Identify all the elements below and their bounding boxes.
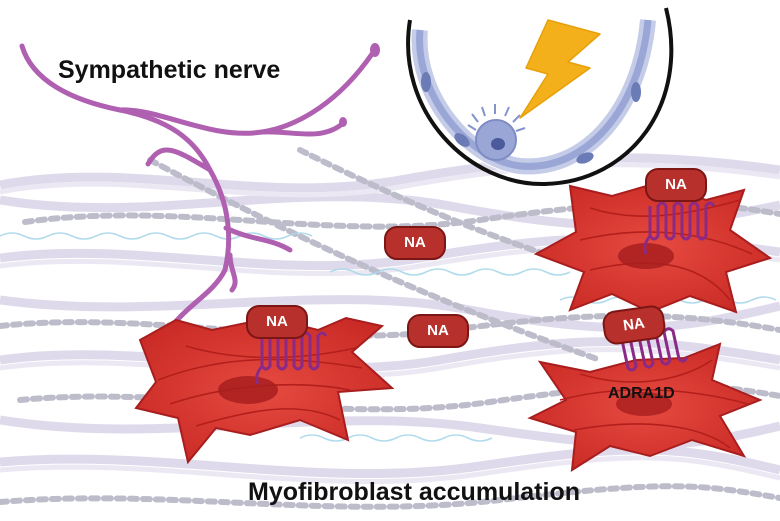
noradrenaline-molecule: NA — [246, 305, 308, 339]
lightning-bolt-icon — [519, 19, 601, 119]
sympathetic-nerve-icon — [19, 43, 375, 353]
adra1d-receptor-label: ADRA1D — [608, 385, 675, 402]
myofibroblast-cell-icon — [527, 342, 763, 472]
noradrenaline-molecule: NA — [384, 226, 446, 260]
immune-cell-icon — [467, 104, 526, 161]
myofibroblast-accumulation-label: Myofibroblast accumulation — [248, 478, 580, 506]
myofibroblast-cells — [134, 180, 773, 472]
sympathetic-nerve-label: Sympathetic nerve — [58, 56, 281, 84]
myofibroblast-cell-icon — [134, 316, 395, 465]
noradrenaline-molecule: NA — [407, 314, 469, 348]
adra1d-receptor-icon — [643, 201, 716, 255]
noradrenaline-molecule: NA — [645, 168, 707, 202]
myofibroblast-cell-icon — [533, 180, 773, 314]
